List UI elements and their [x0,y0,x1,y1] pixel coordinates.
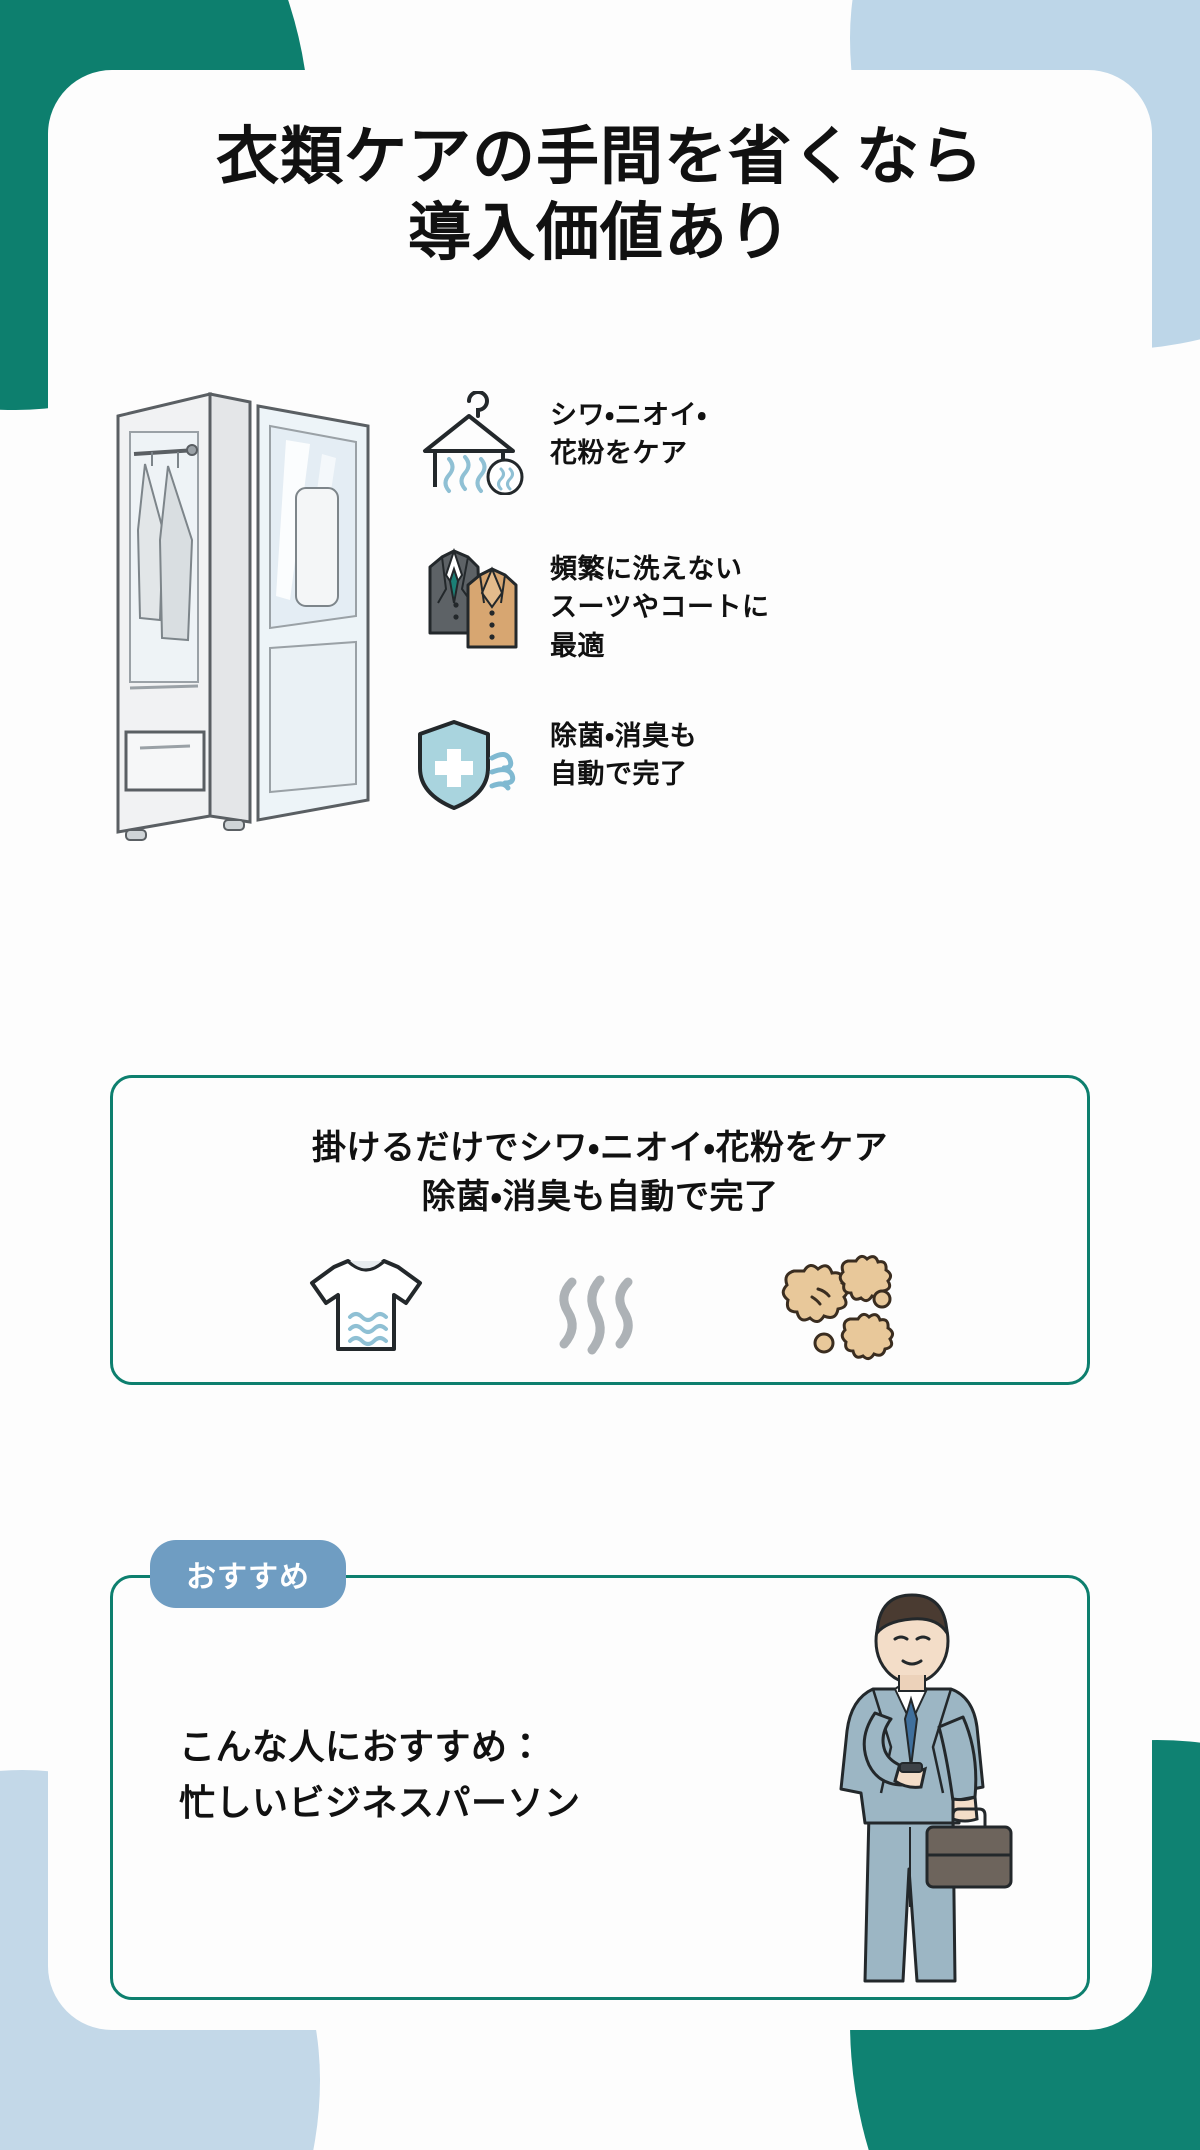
feature-label: 頻繁に洗えない スーツやコートに 最適 [550,542,769,665]
summary-icon-row [113,1245,1087,1368]
summary-line-2: 除菌・消臭も自動で完了 [421,1178,779,1217]
hanger-steam-icon [410,388,528,498]
feature-label: 除菌・消臭も 自動で完了 [550,709,697,794]
feature-list: シワ・ニオイ・ 花粉をケア [400,380,1100,819]
recommend-badge: おすすめ [150,1540,346,1608]
recommend-line-1: こんな人におすすめ： [179,1725,545,1767]
feature-label-line-1: シワ・ニオイ・ [550,400,707,430]
feature-item: 除菌・消臭も 自動で完了 [410,709,1100,819]
feature-label-line-2: 自動で完了 [550,759,688,790]
businessman-checking-watch-icon [839,1593,1013,1983]
product-illustration [100,380,400,850]
feature-item: シワ・ニオイ・ 花粉をケア [410,388,1100,498]
businessman-illustration [777,1577,1047,1997]
page-title-line-1: 衣類ケアの手間を省くなら [216,122,984,192]
tshirt-wrinkle-icon [304,1249,428,1364]
page-title-line-2: 導入価値あり [408,197,792,268]
shield-plus-breeze-icon [410,709,528,819]
recommend-body: こんな人におすすめ： 忙しいビジネスパーソン [113,1578,1087,1997]
feature-item: 頻繁に洗えない スーツやコートに 最適 [410,542,1100,665]
feature-label-line-1: 除菌・消臭も [550,720,698,751]
summary-card: 掛けるだけでシワ・ニオイ・花粉をケア 除菌・消臭も自動で完了 [110,1075,1090,1385]
page-title: 衣類ケアの手間を省くなら 導入価値あり [0,120,1200,271]
hero-section: シワ・ニオイ・ 花粉をケア [100,380,1100,850]
summary-text: 掛けるだけでシワ・ニオイ・花粉をケア 除菌・消臭も自動で完了 [113,1078,1087,1223]
recommend-card: こんな人におすすめ： 忙しいビジネスパーソン [110,1575,1090,2000]
feature-label: シワ・ニオイ・ 花粉をケア [550,388,707,473]
feature-label-line-2: 花粉をケア [550,438,688,469]
recommend-text: こんな人におすすめ： 忙しいビジネスパーソン [113,1719,581,1857]
suit-coat-icon [410,542,528,652]
odor-waves-icon [548,1250,640,1363]
feature-label-line-2: スーツやコートに [550,592,770,623]
summary-line-1: 掛けるだけでシワ・ニオイ・花粉をケア [311,1129,889,1167]
clothing-styler-cabinet-icon [116,392,370,841]
pollen-grains-icon [760,1245,896,1368]
feature-label-line-3: 最適 [550,630,605,661]
recommend-line-2: 忙しいビジネスパーソン [179,1781,581,1823]
feature-label-line-1: 頻繁に洗えない [550,554,743,584]
